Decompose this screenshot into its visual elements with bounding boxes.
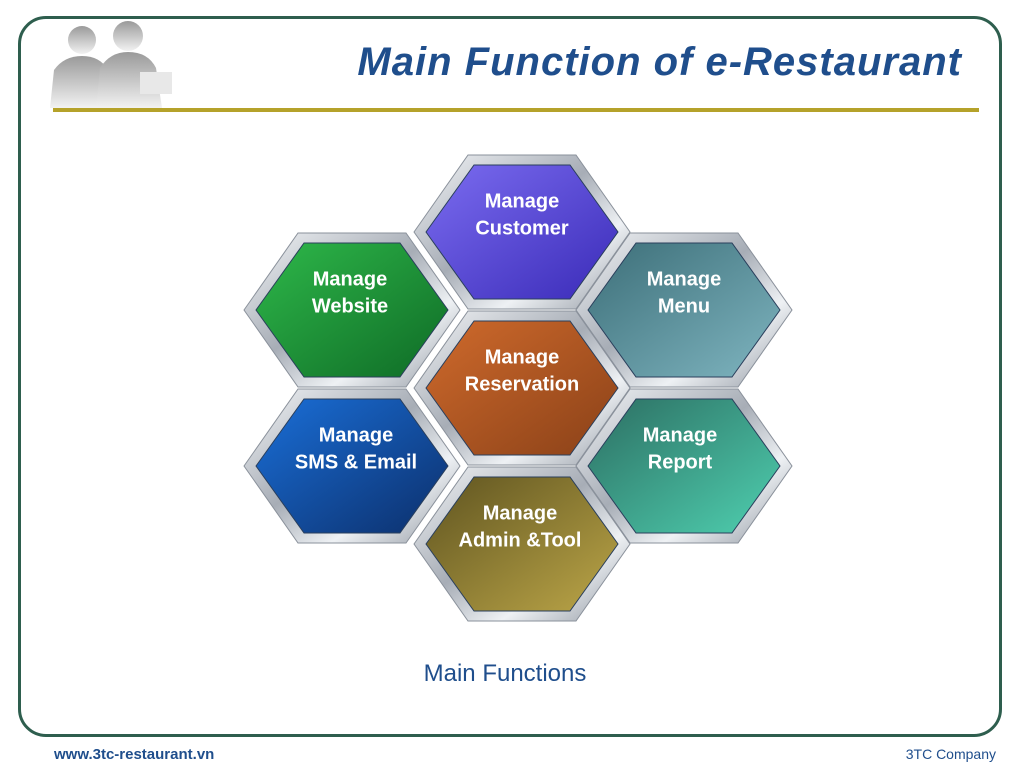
- footer-url[interactable]: www.3tc-restaurant.vn: [54, 746, 215, 763]
- hexagon-label: Manage: [647, 269, 721, 291]
- hexagon-fill: [255, 242, 449, 378]
- business-people-icon: [50, 21, 172, 108]
- hexagon-label: Manage: [485, 191, 559, 213]
- hexagon-label: Menu: [658, 296, 710, 318]
- hexagon-label: Manage: [485, 347, 559, 369]
- hexagon-fill: [587, 398, 781, 534]
- diagram-caption: Main Functions: [423, 660, 587, 687]
- hexagon-label: Admin &Tool: [459, 530, 582, 552]
- hexagon-fill: [425, 320, 619, 456]
- hexagon-label: Website: [312, 296, 388, 318]
- hexagon-label: Manage: [483, 503, 557, 525]
- hexagon-fill: [425, 476, 619, 612]
- hexagon-label: Report: [648, 452, 713, 474]
- hexagon-label: Reservation: [465, 374, 580, 396]
- hexagon-fill: [425, 164, 619, 300]
- hexagon-label: Manage: [319, 425, 393, 447]
- hexagon-fill: [255, 398, 449, 534]
- hexagon-label: Manage: [643, 425, 717, 447]
- hexagon-label: SMS & Email: [295, 452, 417, 474]
- hexagon-label: Manage: [313, 269, 387, 291]
- hexagon-label: Customer: [475, 218, 569, 240]
- hexagon-fill: [587, 242, 781, 378]
- slide-title: Main Function of e-Restaurant: [357, 40, 962, 84]
- title-underline: [53, 108, 979, 112]
- footer-company: 3TC Company: [905, 746, 996, 762]
